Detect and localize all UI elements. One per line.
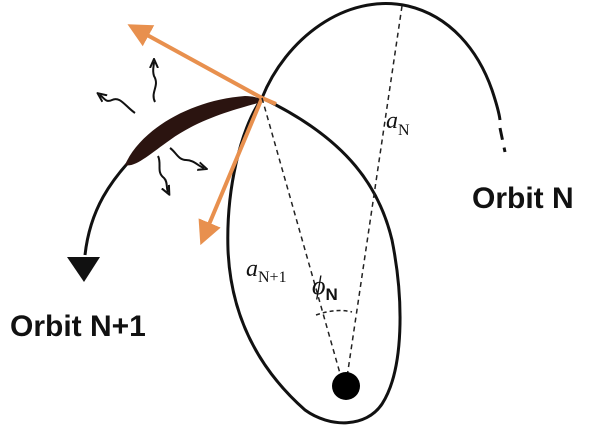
orbit-n1-label: Orbit N+1 (10, 310, 146, 343)
wavy-arrow-icon (157, 155, 168, 192)
orbit-n1-arrowhead (67, 257, 100, 282)
orbit-n-loop (226, 96, 402, 425)
angle-arc (315, 309, 353, 316)
a-n1-label: aN+1 (246, 256, 287, 286)
wavy-arrow-icon (153, 62, 156, 103)
wavy-arrow-icon (100, 95, 136, 114)
velocity-arrow-down (198, 97, 264, 246)
phi-n-label: ϕN (312, 271, 338, 304)
central-body (332, 372, 360, 400)
ejecta-blob (125, 96, 262, 166)
velocity-arrow-back (127, 24, 263, 100)
wavy-arrow-icon (169, 147, 204, 168)
dashed-line-a-n1 (261, 97, 344, 385)
dashed-line-a-n (345, 5, 403, 385)
orbit-n-path (260, 2, 502, 121)
velocity-arrow-forward (261, 96, 277, 106)
a-n-label: aN (386, 108, 410, 139)
orbit-n-dashes (498, 127, 507, 153)
orbit-n-label: Orbit N (472, 182, 574, 215)
